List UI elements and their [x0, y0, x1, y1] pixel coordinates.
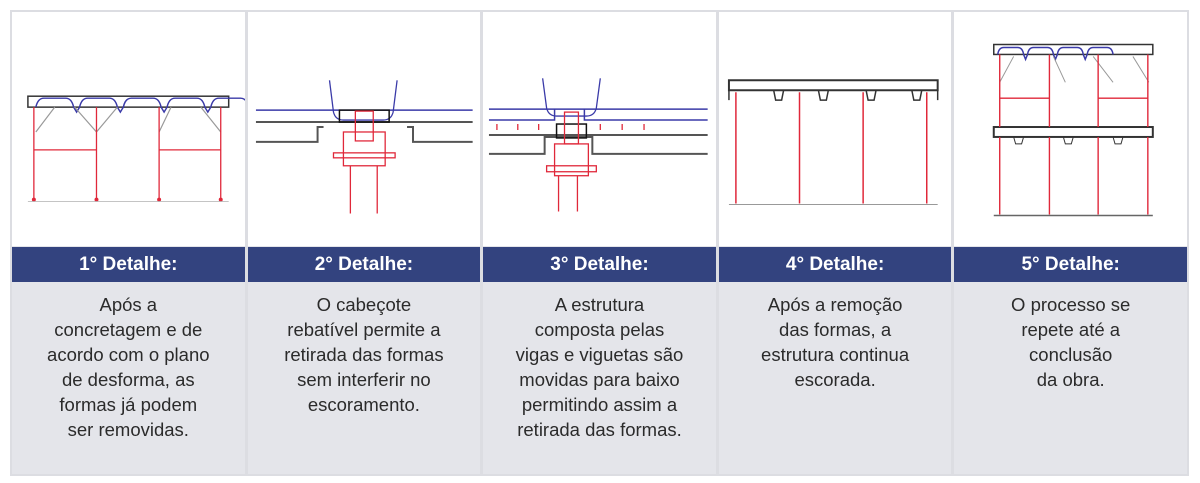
description-line: Após a remoção: [767, 294, 903, 315]
description-line: permitindo assim a: [521, 394, 678, 415]
description-line: ser removidas.: [67, 419, 189, 440]
step-5-title: 5° Detalhe:: [954, 247, 1187, 282]
description-line: estrutura continua: [761, 344, 910, 365]
step-1-diagram: [12, 12, 245, 246]
description-line: das formas, a: [779, 319, 892, 340]
formwork-steps-grid: 1° Detalhe: Após a concretagem e de acor…: [10, 10, 1189, 476]
step-4-description: Após a remoção das formas, a estrutura c…: [719, 282, 952, 474]
description-line: de desforma, as: [61, 369, 195, 390]
step-2-panel: 2° Detalhe: O cabeçote rebatível permite…: [247, 12, 481, 474]
description-line: movidas para baixo: [519, 369, 680, 390]
step-2-description: O cabeçote rebatível permite a retirada …: [248, 282, 481, 474]
step-3-panel: 3° Detalhe: A estrutura composta pelas v…: [483, 12, 716, 474]
description-line: retirada das formas: [284, 344, 444, 365]
step-5-diagram: [954, 12, 1187, 246]
step-5-description: O processo se repete até a conclusão da …: [954, 282, 1187, 474]
step-4-diagram: [718, 12, 952, 246]
step-3-description: A estrutura composta pelas vigas e vigue…: [483, 282, 716, 474]
step-1-description: Após a concretagem e de acordo com o pla…: [12, 282, 245, 474]
step-1-title: 1° Detalhe:: [12, 247, 245, 282]
description-line: O processo se: [1011, 294, 1131, 315]
step-2-diagram: [247, 12, 481, 246]
description-line: Após a: [99, 294, 158, 315]
step-4-panel: 4° Detalhe: Após a remoção das formas, a…: [718, 12, 952, 474]
step-2-title: 2° Detalhe:: [247, 247, 481, 282]
description-line: acordo com o plano: [47, 344, 210, 365]
description-line: formas já podem: [59, 394, 198, 415]
step-1-panel: 1° Detalhe: Após a concretagem e de acor…: [12, 12, 245, 474]
description-line: rebatível permite a: [287, 319, 441, 340]
description-line: O cabeçote: [316, 294, 412, 315]
description-line: escoramento.: [307, 394, 420, 415]
step-3-title: 3° Detalhe:: [483, 247, 716, 282]
description-line: concretagem e de: [54, 319, 203, 340]
description-line: escorada.: [794, 369, 876, 390]
step-5-panel: 5° Detalhe: O processo se repete até a c…: [954, 12, 1187, 474]
description-line: conclusão: [1029, 344, 1113, 365]
description-line: repete até a: [1021, 319, 1121, 340]
description-line: retirada das formas.: [517, 419, 682, 440]
description-line: da obra.: [1036, 369, 1105, 390]
description-line: vigas e viguetas são: [515, 344, 684, 365]
step-3-diagram: [483, 12, 716, 246]
description-line: A estrutura: [554, 294, 645, 315]
step-4-title: 4° Detalhe:: [718, 247, 952, 282]
description-line: composta pelas: [534, 319, 665, 340]
description-line: sem interferir no: [297, 369, 431, 390]
